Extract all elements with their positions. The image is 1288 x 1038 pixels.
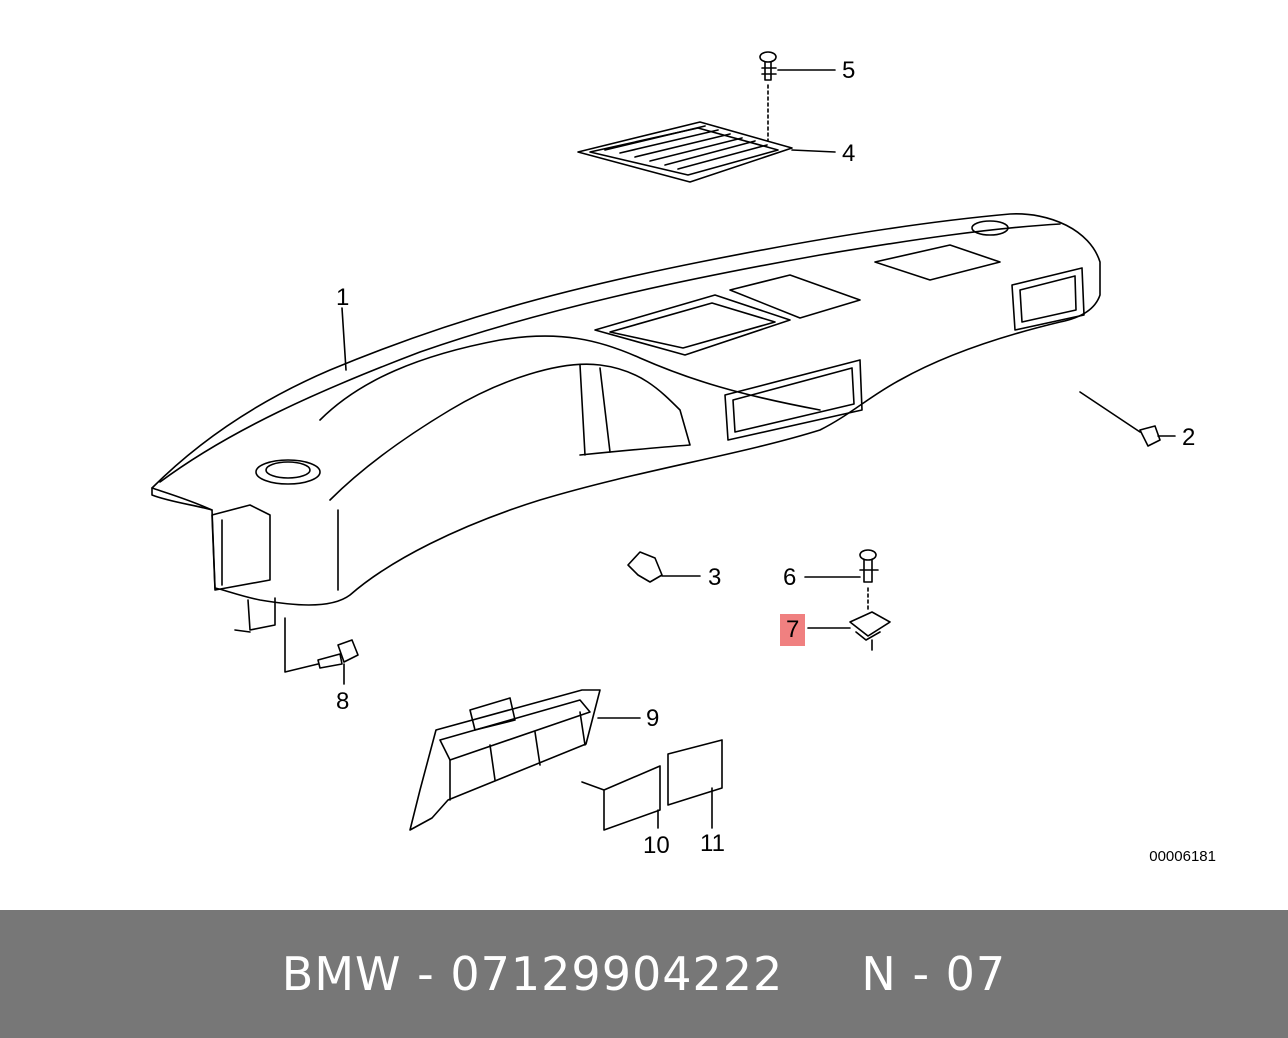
- dashboard-panel: [151, 213, 1101, 673]
- part-10-cover: [581, 765, 661, 831]
- part-number-label: BMW - 07129904222 N - 07: [281, 947, 1007, 1001]
- callout-7: 7: [780, 614, 806, 646]
- part-footer-bar: BMW - 07129904222 N - 07: [0, 910, 1288, 1038]
- callout-10: 10: [643, 832, 670, 859]
- callout-8: 8: [336, 688, 350, 715]
- part-5-screw: [759, 51, 836, 141]
- part-2-clip: [1079, 391, 1176, 447]
- part-8-bolt: [317, 639, 359, 685]
- part-6-screw: [804, 549, 879, 613]
- parts-diagram: 1 2 3 4 5 6 7 8 9 10 11 00006181: [151, 51, 1216, 865]
- callout-2: 2: [1182, 424, 1196, 451]
- callout-3: 3: [708, 564, 722, 591]
- part-7-nut: [807, 611, 891, 651]
- callout-11: 11: [700, 830, 725, 857]
- callout-6: 6: [783, 564, 797, 591]
- callout-1: 1: [336, 284, 350, 311]
- diagram-drawing: [151, 51, 1176, 831]
- part-9-bracket: [409, 689, 641, 831]
- callout-9: 9: [646, 705, 660, 732]
- part-4-grille: [577, 121, 836, 183]
- callout-5: 5: [842, 57, 856, 84]
- callout-4: 4: [842, 140, 856, 167]
- diagram-code: 00006181: [1149, 848, 1216, 865]
- part-3-clip: [627, 551, 701, 583]
- part-11-cover: [667, 739, 723, 829]
